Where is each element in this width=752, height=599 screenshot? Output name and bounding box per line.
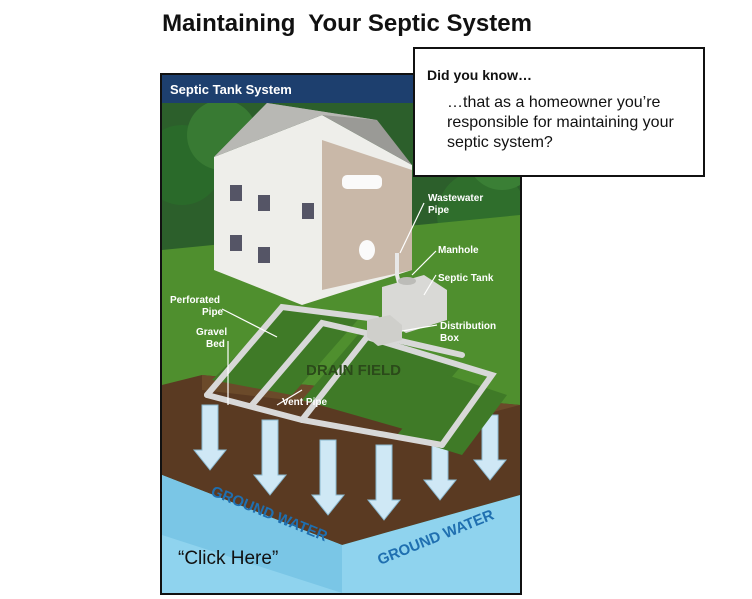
window <box>258 247 270 263</box>
label-distribution-2: Box <box>440 333 459 344</box>
ground-water-left-face <box>162 475 342 593</box>
window <box>230 185 242 201</box>
leader-line <box>401 324 438 332</box>
down-arrow-icon <box>310 439 346 516</box>
label-distribution-1: Distribution <box>440 321 496 332</box>
click-here-link[interactable]: “Click Here” <box>178 548 279 569</box>
label-gravel-2: Bed <box>206 339 225 350</box>
leader-line <box>276 389 303 406</box>
perforated-pipe <box>204 303 380 398</box>
leader-line <box>221 308 278 338</box>
label-manhole: Manhole <box>438 245 479 256</box>
callout-heading: Did you know… <box>427 67 532 83</box>
drain-field-bed <box>212 310 362 395</box>
toilet-icon <box>359 240 375 260</box>
house-windows <box>230 185 314 263</box>
label-perforated-1: Perforated <box>170 295 220 306</box>
label-vent-pipe: Vent Pipe <box>282 397 327 408</box>
window <box>230 235 242 251</box>
down-arrow-icon <box>192 404 228 471</box>
perforated-pipes <box>204 303 497 448</box>
manhole <box>398 277 416 285</box>
leader-line <box>399 202 425 254</box>
septic-tank <box>382 275 447 333</box>
label-drain-field: DRAIN FIELD <box>306 362 401 379</box>
label-leaders <box>221 202 438 406</box>
diagram-header: Septic Tank System <box>170 82 292 97</box>
leader-line <box>423 274 437 296</box>
page-title: Maintaining Your Septic System <box>162 10 532 37</box>
leader-line <box>411 250 437 276</box>
diagram-labels: Wastewater Pipe Manhole Septic Tank Dist… <box>170 193 496 408</box>
perforated-pipe <box>299 333 497 448</box>
label-septic-tank: Septic Tank <box>438 273 494 284</box>
percolation-arrows <box>192 404 508 521</box>
perforated-pipe <box>204 392 445 448</box>
label-gravel-1: Gravel <box>196 327 227 338</box>
down-arrow-icon <box>366 444 402 521</box>
label-perforated-2: Pipe <box>202 307 224 318</box>
distribution-box <box>367 315 402 346</box>
bathtub-icon <box>342 175 382 189</box>
did-you-know-callout: Did you know… …that as a homeowner you’r… <box>413 47 705 177</box>
house-roof-face <box>214 103 377 157</box>
down-arrow-icon <box>252 419 288 496</box>
perforated-pipe <box>249 319 465 408</box>
label-wastewater-2: Pipe <box>428 205 450 216</box>
down-arrow-icon <box>472 414 508 481</box>
window <box>258 195 270 211</box>
label-wastewater-1: Wastewater <box>428 193 483 204</box>
callout-text: …that as a homeowner you’re responsible … <box>447 94 674 151</box>
window <box>302 203 314 219</box>
